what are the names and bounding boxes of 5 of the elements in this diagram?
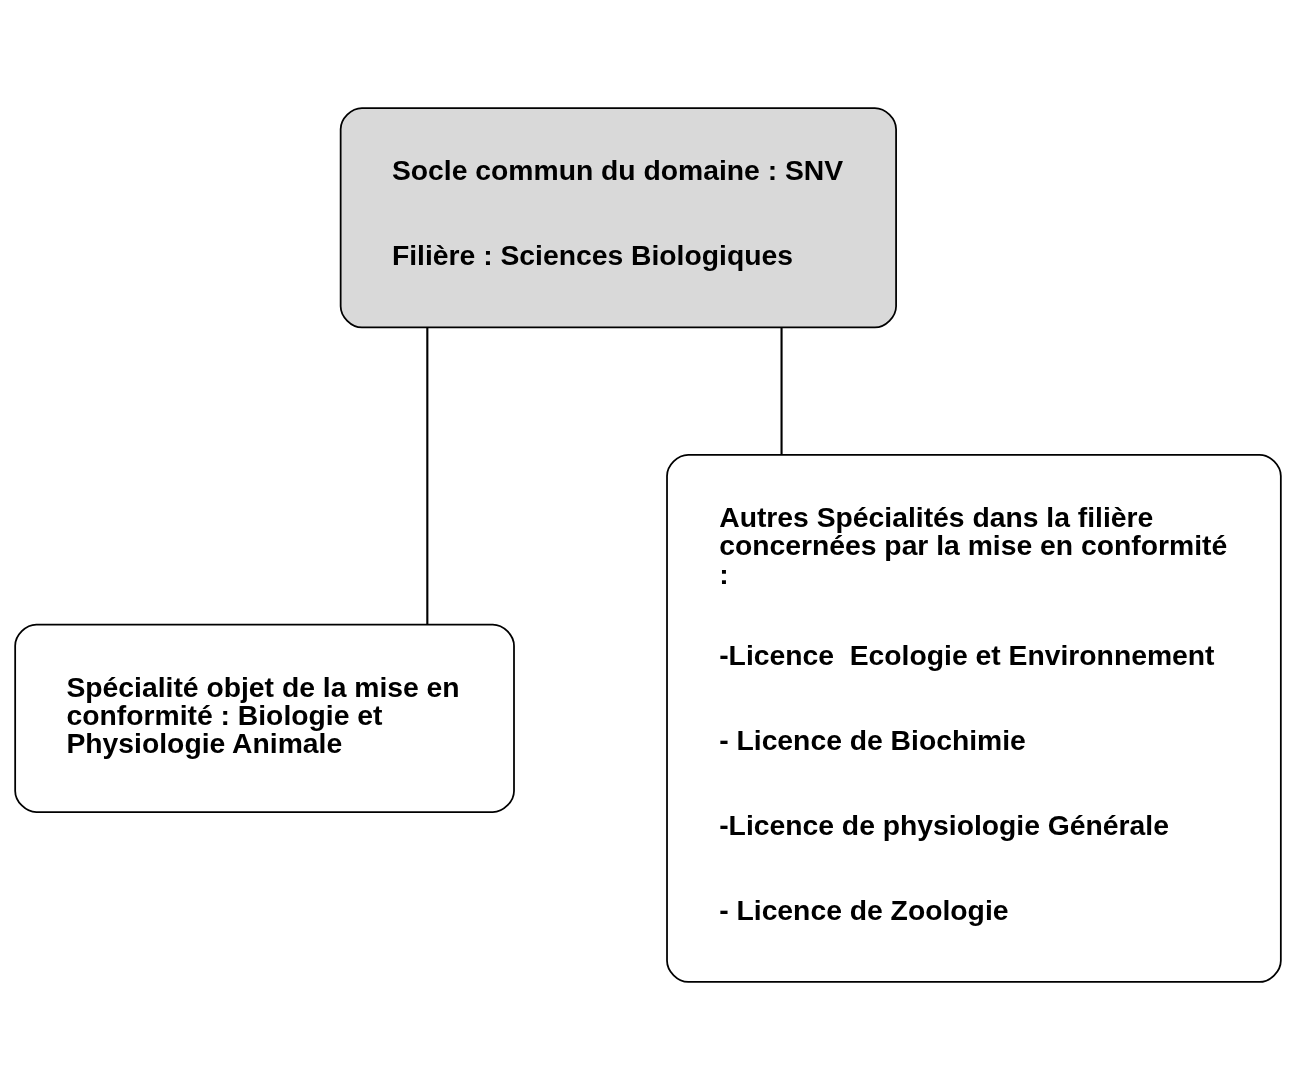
node-box: Autres Spécialités dans la filière concernées par la mise en conformité : -Licence Ecologie et Environnement - Licence de Biochimie -Licence de physiologie Générale - Licence de Zoologie	[666, 453, 1282, 983]
connector	[780, 327, 783, 455]
node-box: Socle commun du domaine : SNV Filière : Sciences Biologiques	[339, 107, 897, 329]
node-box: Spécialité objet de la mise en conformité : Biologie et Physiologie Animale	[14, 623, 515, 813]
connector	[426, 327, 429, 624]
